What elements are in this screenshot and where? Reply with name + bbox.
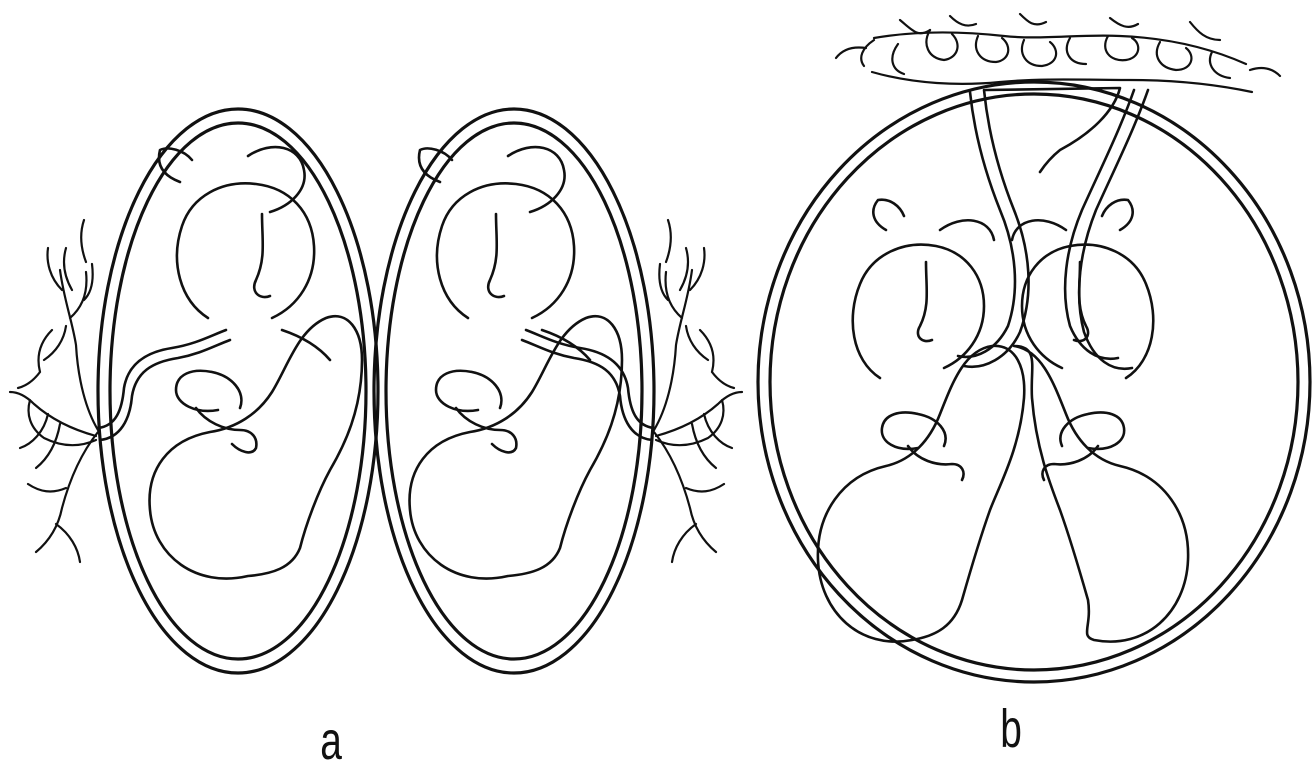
shared-sac-inner-membrane: [770, 94, 1298, 670]
panel-a-right-sac: [374, 109, 742, 673]
left-umbilical-cord: [98, 330, 226, 428]
panel-a-illustration: [10, 109, 742, 673]
right-placenta: [654, 220, 742, 562]
panel-b-left-fetus: [818, 200, 1024, 642]
panel-b-illustration: [758, 14, 1310, 682]
panel-b-right-fetus: [1012, 200, 1188, 642]
panel-label-b: b: [1000, 702, 1022, 756]
right-shared-umbilical-cord: [1065, 90, 1134, 359]
right-sac-inner-membrane: [386, 123, 642, 659]
placental-cord-insertion-box: [986, 88, 1120, 172]
left-placenta: [10, 220, 98, 562]
left-shared-umbilical-cord: [958, 92, 1015, 357]
left-fetus: [150, 147, 362, 578]
panel-a-left-sac: [10, 109, 378, 673]
shared-sac-outer-membrane: [758, 82, 1310, 682]
right-umbilical-cord: [526, 330, 654, 428]
panel-label-a: a: [320, 714, 342, 768]
right-sac-outer-membrane: [374, 109, 654, 673]
shared-placenta: [836, 14, 1280, 92]
